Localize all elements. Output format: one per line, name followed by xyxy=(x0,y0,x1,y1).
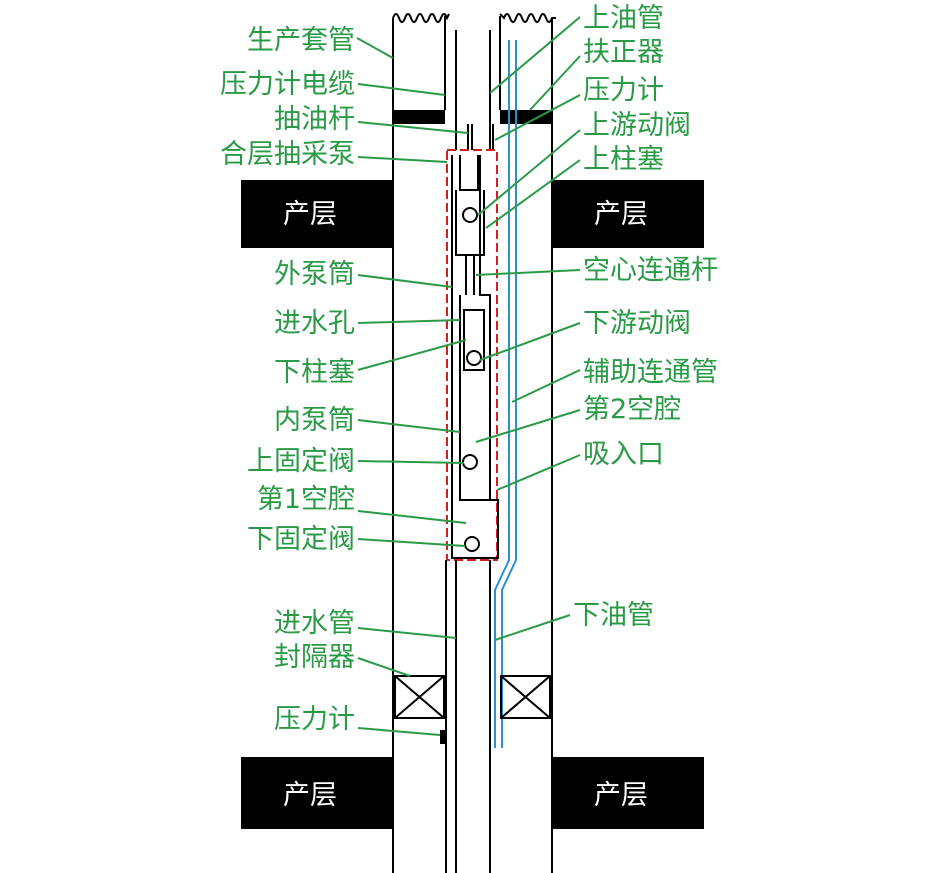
label-lower-plunger: 下柱塞 xyxy=(274,357,355,388)
inlet-pipe xyxy=(445,560,491,873)
layer-upper-left xyxy=(241,180,393,248)
label-gauge-upper: 压力计 xyxy=(583,75,664,106)
lower-traveling-valve-ball xyxy=(466,350,482,366)
label-centralizer: 扶正器 xyxy=(583,37,664,68)
pump-outline xyxy=(446,149,498,561)
upper-traveling-valve-ball xyxy=(462,207,478,223)
label-upper-tubing: 上油管 xyxy=(583,3,664,34)
label-lower-traveling-valve: 下游动阀 xyxy=(583,308,691,339)
casing xyxy=(392,13,556,873)
label-suction: 吸入口 xyxy=(583,439,664,470)
pump xyxy=(446,149,499,561)
label-chamber-2: 第2空腔 xyxy=(583,394,681,425)
label-inlet-hole: 进水孔 xyxy=(274,308,355,339)
label-lower-tubing: 下油管 xyxy=(573,600,654,631)
label-production-casing: 生产套管 xyxy=(247,25,355,56)
label-hollow-rod: 空心连通杆 xyxy=(583,255,718,286)
left-labels: 生产套管 压力计电缆 抽油杆 合层抽采泵 外泵筒 进水孔 下柱塞 内泵筒 上固定… xyxy=(220,25,355,735)
label-pump: 合层抽采泵 xyxy=(220,139,355,170)
layer-lower-left xyxy=(241,757,393,829)
layer-upper-right xyxy=(552,180,704,248)
upper-standing-valve-ball xyxy=(462,454,478,470)
lower-standing-valve-ball xyxy=(464,536,480,552)
label-gauge-cable: 压力计电缆 xyxy=(220,69,355,100)
label-chamber-1: 第1空腔 xyxy=(257,484,355,515)
label-sucker-rod: 抽油杆 xyxy=(274,104,355,135)
leader-lines xyxy=(356,16,581,736)
aux-pipe xyxy=(494,40,517,748)
packers xyxy=(394,675,551,744)
label-lower-standing-valve: 下固定阀 xyxy=(247,524,355,555)
right-labels: 上油管 扶正器 压力计 上游动阀 上柱塞 空心连通杆 下游动阀 辅助连通管 第2… xyxy=(573,3,718,631)
lower-pressure-gauge xyxy=(440,730,446,744)
label-outer-barrel: 外泵筒 xyxy=(274,259,355,290)
layer-upper-right-label: 产层 xyxy=(594,199,648,230)
layer-lower-left-label: 产层 xyxy=(283,780,337,811)
label-gauge-lower: 压力计 xyxy=(274,704,355,735)
layer-lower-right xyxy=(552,757,704,829)
label-upper-traveling-valve: 上游动阀 xyxy=(583,110,691,141)
label-aux-pipe: 辅助连通管 xyxy=(583,357,718,388)
label-upper-standing-valve: 上固定阀 xyxy=(247,446,355,477)
centralizer xyxy=(393,110,445,124)
label-inner-barrel: 内泵筒 xyxy=(274,405,355,436)
layer-lower-right-label: 产层 xyxy=(594,780,648,811)
production-layers: 产层 产层 产层 产层 xyxy=(241,180,704,829)
label-upper-plunger: 上柱塞 xyxy=(583,144,664,175)
label-inlet-pipe: 进水管 xyxy=(274,608,355,639)
label-packer: 封隔器 xyxy=(274,642,355,673)
layer-upper-left-label: 产层 xyxy=(283,199,337,230)
tubing-and-rod xyxy=(455,30,494,150)
